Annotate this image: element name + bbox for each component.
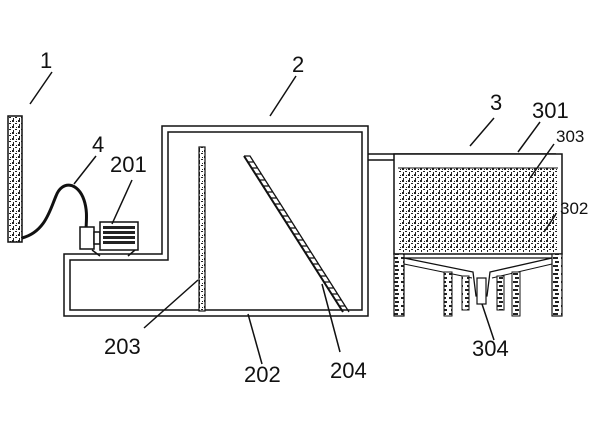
component-201-pump	[79, 221, 139, 257]
label-201: 201	[110, 152, 147, 177]
label-302: 302	[560, 199, 588, 218]
label-204: 204	[330, 358, 367, 383]
label-301: 301	[532, 98, 569, 123]
label-304: 304	[472, 336, 509, 361]
component-2-tank	[63, 125, 369, 317]
component-4-hose	[21, 183, 88, 240]
component-204-inclined-plate	[243, 155, 350, 313]
leader-lines	[29, 71, 557, 365]
label-4: 4	[92, 132, 104, 157]
component-3-filter-unit	[393, 153, 563, 317]
label-203: 203	[104, 334, 141, 359]
label-303: 303	[556, 127, 584, 146]
component-203-baffle	[198, 146, 206, 312]
component-302-support	[393, 253, 405, 317]
label-1: 1	[40, 48, 52, 73]
component-303-filter-media	[398, 168, 558, 252]
component-1-panel	[7, 115, 23, 243]
component-304-hopper	[403, 257, 553, 297]
label-202: 202	[244, 362, 281, 387]
label-3: 3	[490, 90, 502, 115]
label-2: 2	[292, 52, 304, 77]
